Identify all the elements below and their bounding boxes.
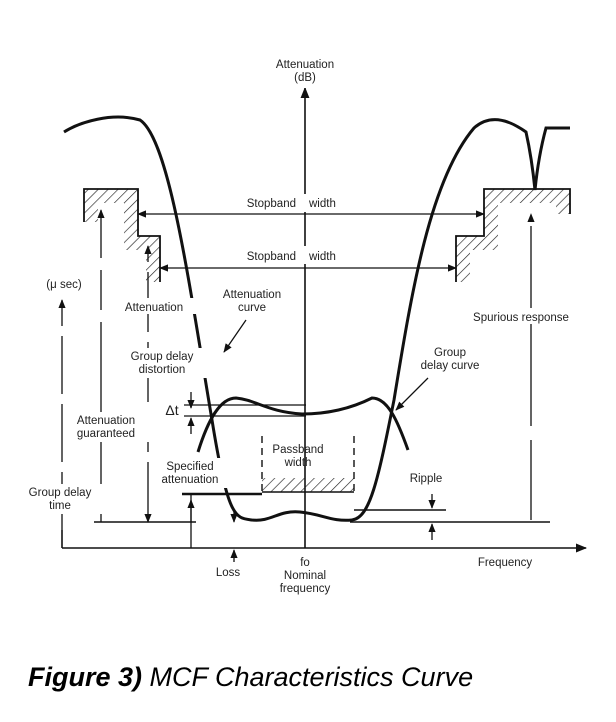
- loss-label: Loss: [216, 567, 241, 579]
- spurious-response-label: Spurious response: [473, 312, 569, 324]
- group-delay-distortion-label-1: Group delay: [131, 351, 194, 363]
- right-measurements: [350, 213, 550, 540]
- stopband-width-inner-label-b: width: [308, 251, 336, 263]
- stopband-width-outer-label-b: width: [308, 198, 336, 210]
- axes: [61, 86, 588, 553]
- stopband-width-outer: Stopband width: [137, 194, 485, 218]
- stopband-mask-right: [455, 188, 571, 282]
- specified-attenuation-label-2: attenuation: [162, 474, 219, 486]
- passband-width-label-1: Passband: [272, 444, 323, 456]
- stopband-width-inner: Stopband width: [159, 246, 457, 272]
- usec-label: (μ sec): [46, 279, 82, 291]
- fo-label-3: frequency: [280, 583, 331, 595]
- group-delay-time-label-2: time: [49, 500, 71, 512]
- stopband-mask-left: [83, 188, 161, 282]
- passband-mask: [261, 436, 355, 493]
- y-axis-label-line1: Attenuation: [276, 59, 334, 71]
- figure-caption-prefix: Figure 3): [28, 662, 143, 692]
- x-axis-label: Frequency: [478, 557, 533, 569]
- attenuation-curve: [63, 115, 570, 522]
- attenuation-curve-leader: [223, 319, 247, 353]
- group-delay-curve: [196, 396, 410, 453]
- labels: Attenuation (dB) (μ sec) Attenuation Att…: [16, 58, 570, 595]
- attenuation-guaranteed-label-1: Attenuation: [77, 415, 135, 427]
- group-delay-curve-leader: [395, 377, 429, 411]
- figure-caption: Figure 3) MCF Characteristics Curve: [28, 662, 473, 693]
- fo-label-1: fo: [300, 557, 310, 569]
- stopband-width-outer-label-a: Stopband: [247, 198, 296, 210]
- ripple-label: Ripple: [410, 473, 443, 485]
- mcf-characteristics-diagram: Stopband width Stopband width: [16, 58, 588, 595]
- delta-t-label: Δt: [165, 402, 178, 418]
- attenuation-guaranteed-label-2: guaranteed: [77, 428, 135, 440]
- left-measurements: [58, 209, 306, 562]
- attenuation-label: Attenuation: [125, 302, 183, 314]
- group-delay-time-label-1: Group delay: [29, 487, 92, 499]
- attenuation-curve-label-1: Attenuation: [223, 289, 281, 301]
- group-delay-curve-label-2: delay curve: [421, 360, 480, 372]
- group-delay-distortion-label-2: distortion: [139, 364, 186, 376]
- passband-width-label-2: width: [284, 457, 312, 469]
- attenuation-curve-label-2: curve: [238, 302, 266, 314]
- figure-caption-text: MCF Characteristics Curve: [142, 662, 474, 692]
- fo-label-2: Nominal: [284, 570, 326, 582]
- y-axis-label-line2: (dB): [294, 72, 316, 84]
- stopband-width-inner-label-a: Stopband: [247, 251, 296, 263]
- group-delay-curve-label-1: Group: [434, 347, 466, 359]
- specified-attenuation-label-1: Specified: [166, 461, 213, 473]
